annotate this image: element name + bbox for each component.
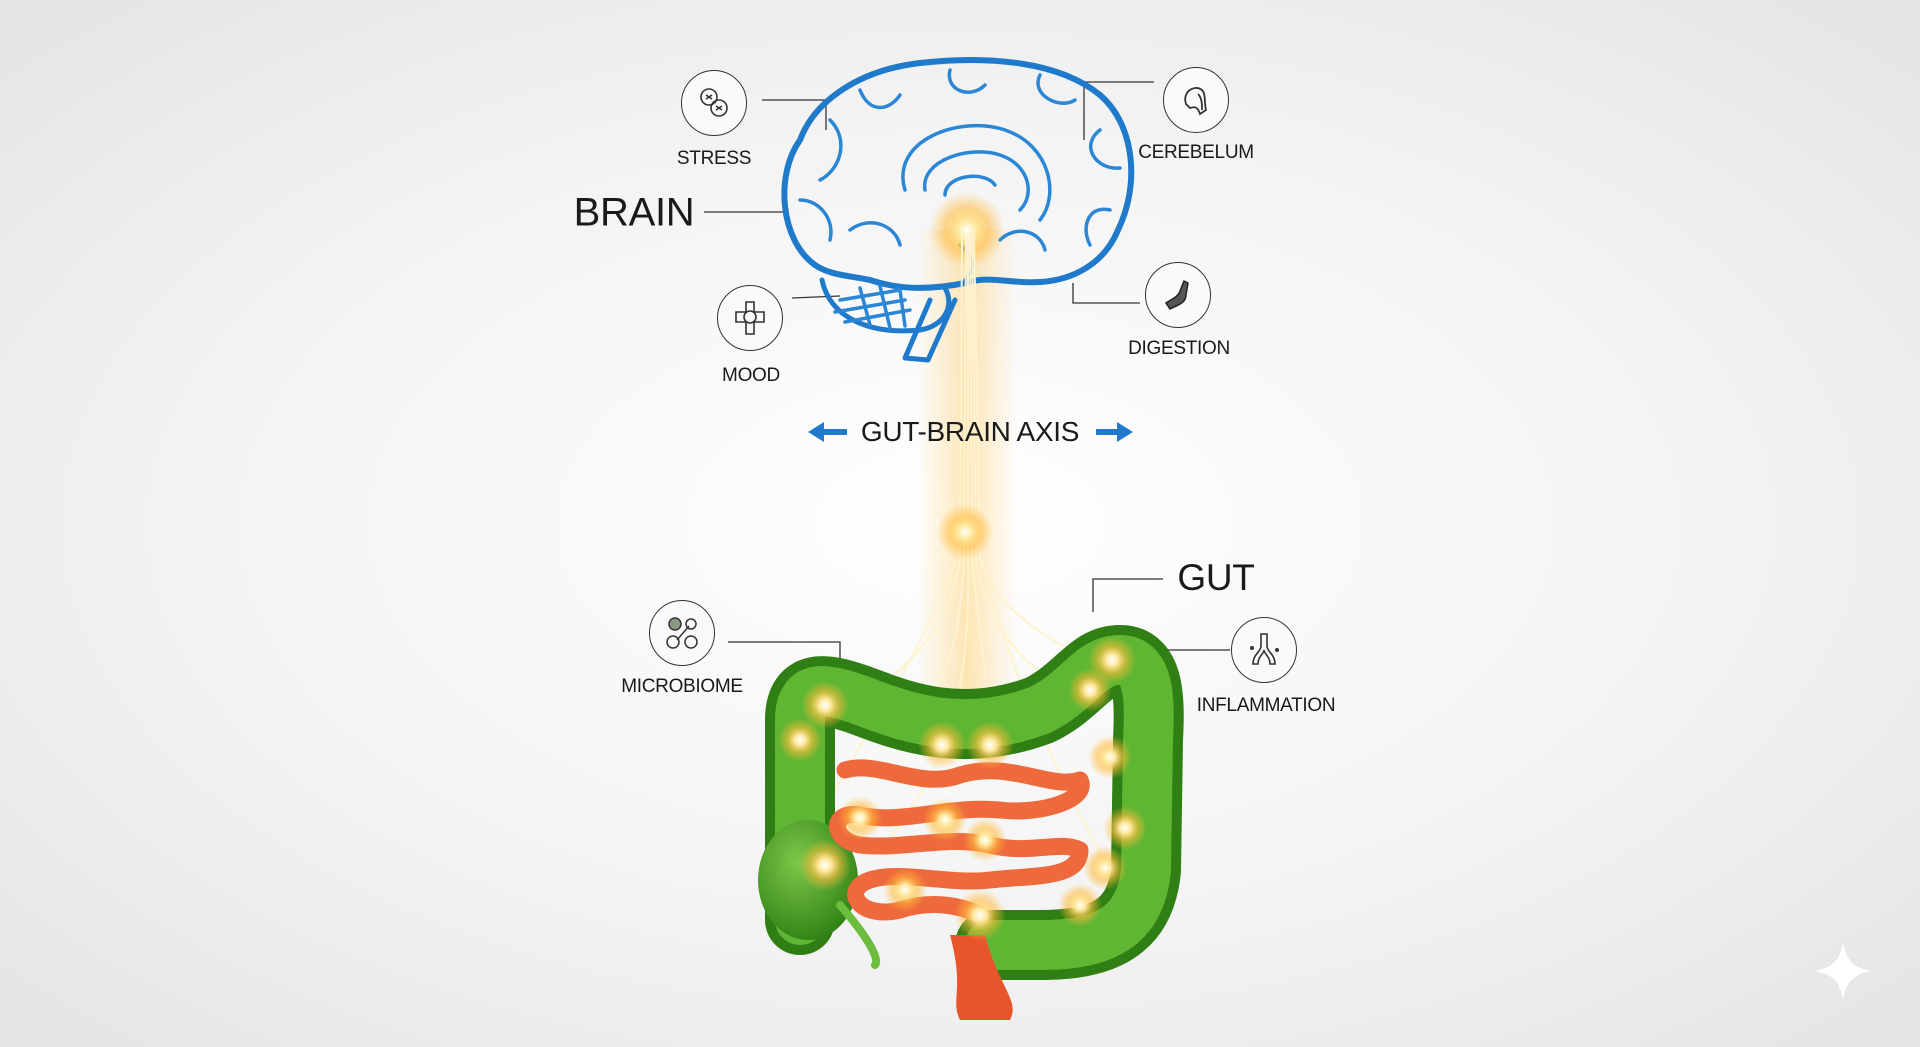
microbiome-label: MICROBIOME bbox=[621, 676, 743, 697]
gut-brain-axis-label: GUT-BRAIN AXIS bbox=[860, 416, 1080, 447]
brain-title: BRAIN bbox=[573, 190, 695, 235]
inflammation-label: INFLAMMATION bbox=[1196, 695, 1336, 716]
gut-title: GUT bbox=[1177, 557, 1255, 598]
digestion-label: DIGESTION bbox=[1128, 338, 1230, 359]
axis-arrows bbox=[808, 422, 1133, 442]
cerebelum-icon bbox=[1163, 67, 1229, 133]
stress-label: STRESS bbox=[676, 148, 752, 169]
brain-folds bbox=[798, 68, 1122, 330]
gut-glow-nodes bbox=[778, 636, 1147, 941]
microbiome-icon bbox=[649, 600, 715, 666]
sparkle-icon bbox=[1812, 940, 1874, 1002]
rectum bbox=[950, 935, 1013, 1020]
small-intestine bbox=[829, 759, 1090, 924]
mood-label: MOOD bbox=[722, 365, 780, 386]
arrow-right-icon bbox=[1096, 422, 1133, 442]
brain-drawing bbox=[781, 57, 1135, 363]
inflammation-icon bbox=[1231, 617, 1297, 683]
mood-icon bbox=[717, 285, 783, 351]
appendix bbox=[836, 901, 881, 969]
cerebelum-label: CEREBELUM bbox=[1138, 142, 1254, 163]
axis-glow-node bbox=[937, 504, 993, 560]
stress-icon bbox=[681, 70, 747, 136]
arrow-left-icon bbox=[808, 422, 847, 442]
digestion-icon bbox=[1145, 262, 1211, 328]
brain-glow-node bbox=[929, 192, 1005, 268]
